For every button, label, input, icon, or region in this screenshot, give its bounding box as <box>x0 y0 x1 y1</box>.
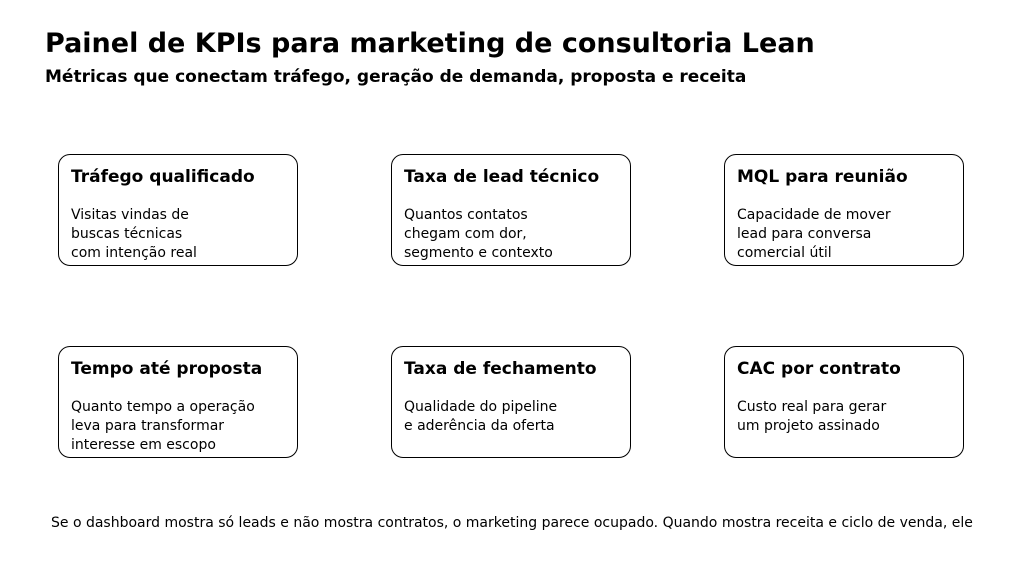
kpi-card-description: Capacidade de mover lead para conversa c… <box>737 207 891 261</box>
kpi-card-title: Tempo até proposta <box>71 359 263 379</box>
kpi-card-description: Qualidade do pipeline e aderência da ofe… <box>404 399 558 434</box>
kpi-card-taxa-lead-tecnico: Taxa de lead técnico Quantos contatos ch… <box>391 154 631 266</box>
kpi-card-taxa-fechamento: Taxa de fechamento Qualidade do pipeline… <box>391 346 631 458</box>
kpi-card-title: MQL para reunião <box>737 167 908 187</box>
kpi-card-title: Taxa de fechamento <box>404 359 597 379</box>
kpi-card-description: Quanto tempo a operação leva para transf… <box>71 399 255 453</box>
kpi-card-title: Tráfego qualificado <box>71 167 255 187</box>
kpi-card-cac-contrato: CAC por contrato Custo real para gerar u… <box>724 346 964 458</box>
kpi-card-mql-reuniao: MQL para reunião Capacidade de mover lea… <box>724 154 964 266</box>
kpi-card-title: Taxa de lead técnico <box>404 167 600 187</box>
page-subtitle: Métricas que conectam tráfego, geração d… <box>45 67 747 87</box>
kpi-card-description: Quantos contatos chegam com dor, segment… <box>404 207 553 261</box>
page-title: Painel de KPIs para marketing de consult… <box>45 28 815 59</box>
kpi-card-tempo-proposta: Tempo até proposta Quanto tempo a operaç… <box>58 346 298 458</box>
kpi-card-trafego-qualificado: Tráfego qualificado Visitas vindas de bu… <box>58 154 298 266</box>
kpi-card-description: Visitas vindas de buscas técnicas com in… <box>71 207 197 261</box>
kpi-card-title: CAC por contrato <box>737 359 901 379</box>
kpi-card-description: Custo real para gerar um projeto assinad… <box>737 399 887 434</box>
footer-note: Se o dashboard mostra só leads e não mos… <box>51 515 973 531</box>
